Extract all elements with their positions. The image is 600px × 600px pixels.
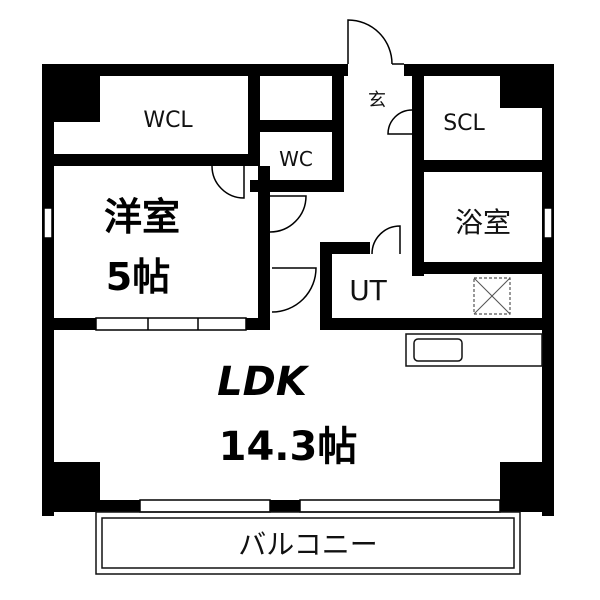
kitchen-sink — [413, 338, 463, 362]
window-bedroom — [43, 207, 53, 239]
room-label-scl: SCL — [443, 111, 485, 136]
fixtures — [405, 277, 543, 367]
room-label-balcony: バルコニー — [238, 528, 377, 561]
balcony — [95, 511, 521, 575]
window-bath — [543, 207, 553, 239]
washer-space — [473, 277, 511, 315]
room-label-bedroom-name: 洋室 — [104, 195, 180, 239]
column-top-right — [500, 64, 554, 108]
scl-door — [387, 109, 413, 135]
column-bottom-left — [42, 462, 100, 512]
column-top-left — [42, 64, 100, 122]
window-ldk-left — [139, 499, 271, 513]
room-label-ut: UT — [349, 274, 387, 307]
room-label-ldk-size: 14.3帖 — [219, 424, 358, 470]
entrance-door — [347, 19, 393, 65]
window-bedroom-interior — [95, 317, 247, 331]
room-label-bath: 浴室 — [455, 206, 511, 239]
wc-door — [269, 195, 307, 233]
bedroom-door — [211, 165, 245, 199]
room-label-ldk-name: LDK — [217, 359, 310, 405]
ldk-door — [271, 267, 317, 313]
room-label-wc: WC — [279, 147, 313, 171]
room-label-genkan: 玄 — [368, 90, 386, 111]
room-label-wcl: WCL — [143, 108, 193, 133]
kitchen-counter — [405, 333, 543, 367]
room-label-bedroom-size: 5帖 — [106, 255, 170, 299]
window-ldk-right — [299, 499, 501, 513]
doors — [211, 19, 413, 313]
column-bottom-right — [500, 462, 554, 512]
windows — [43, 207, 553, 513]
ut-door — [371, 225, 401, 255]
